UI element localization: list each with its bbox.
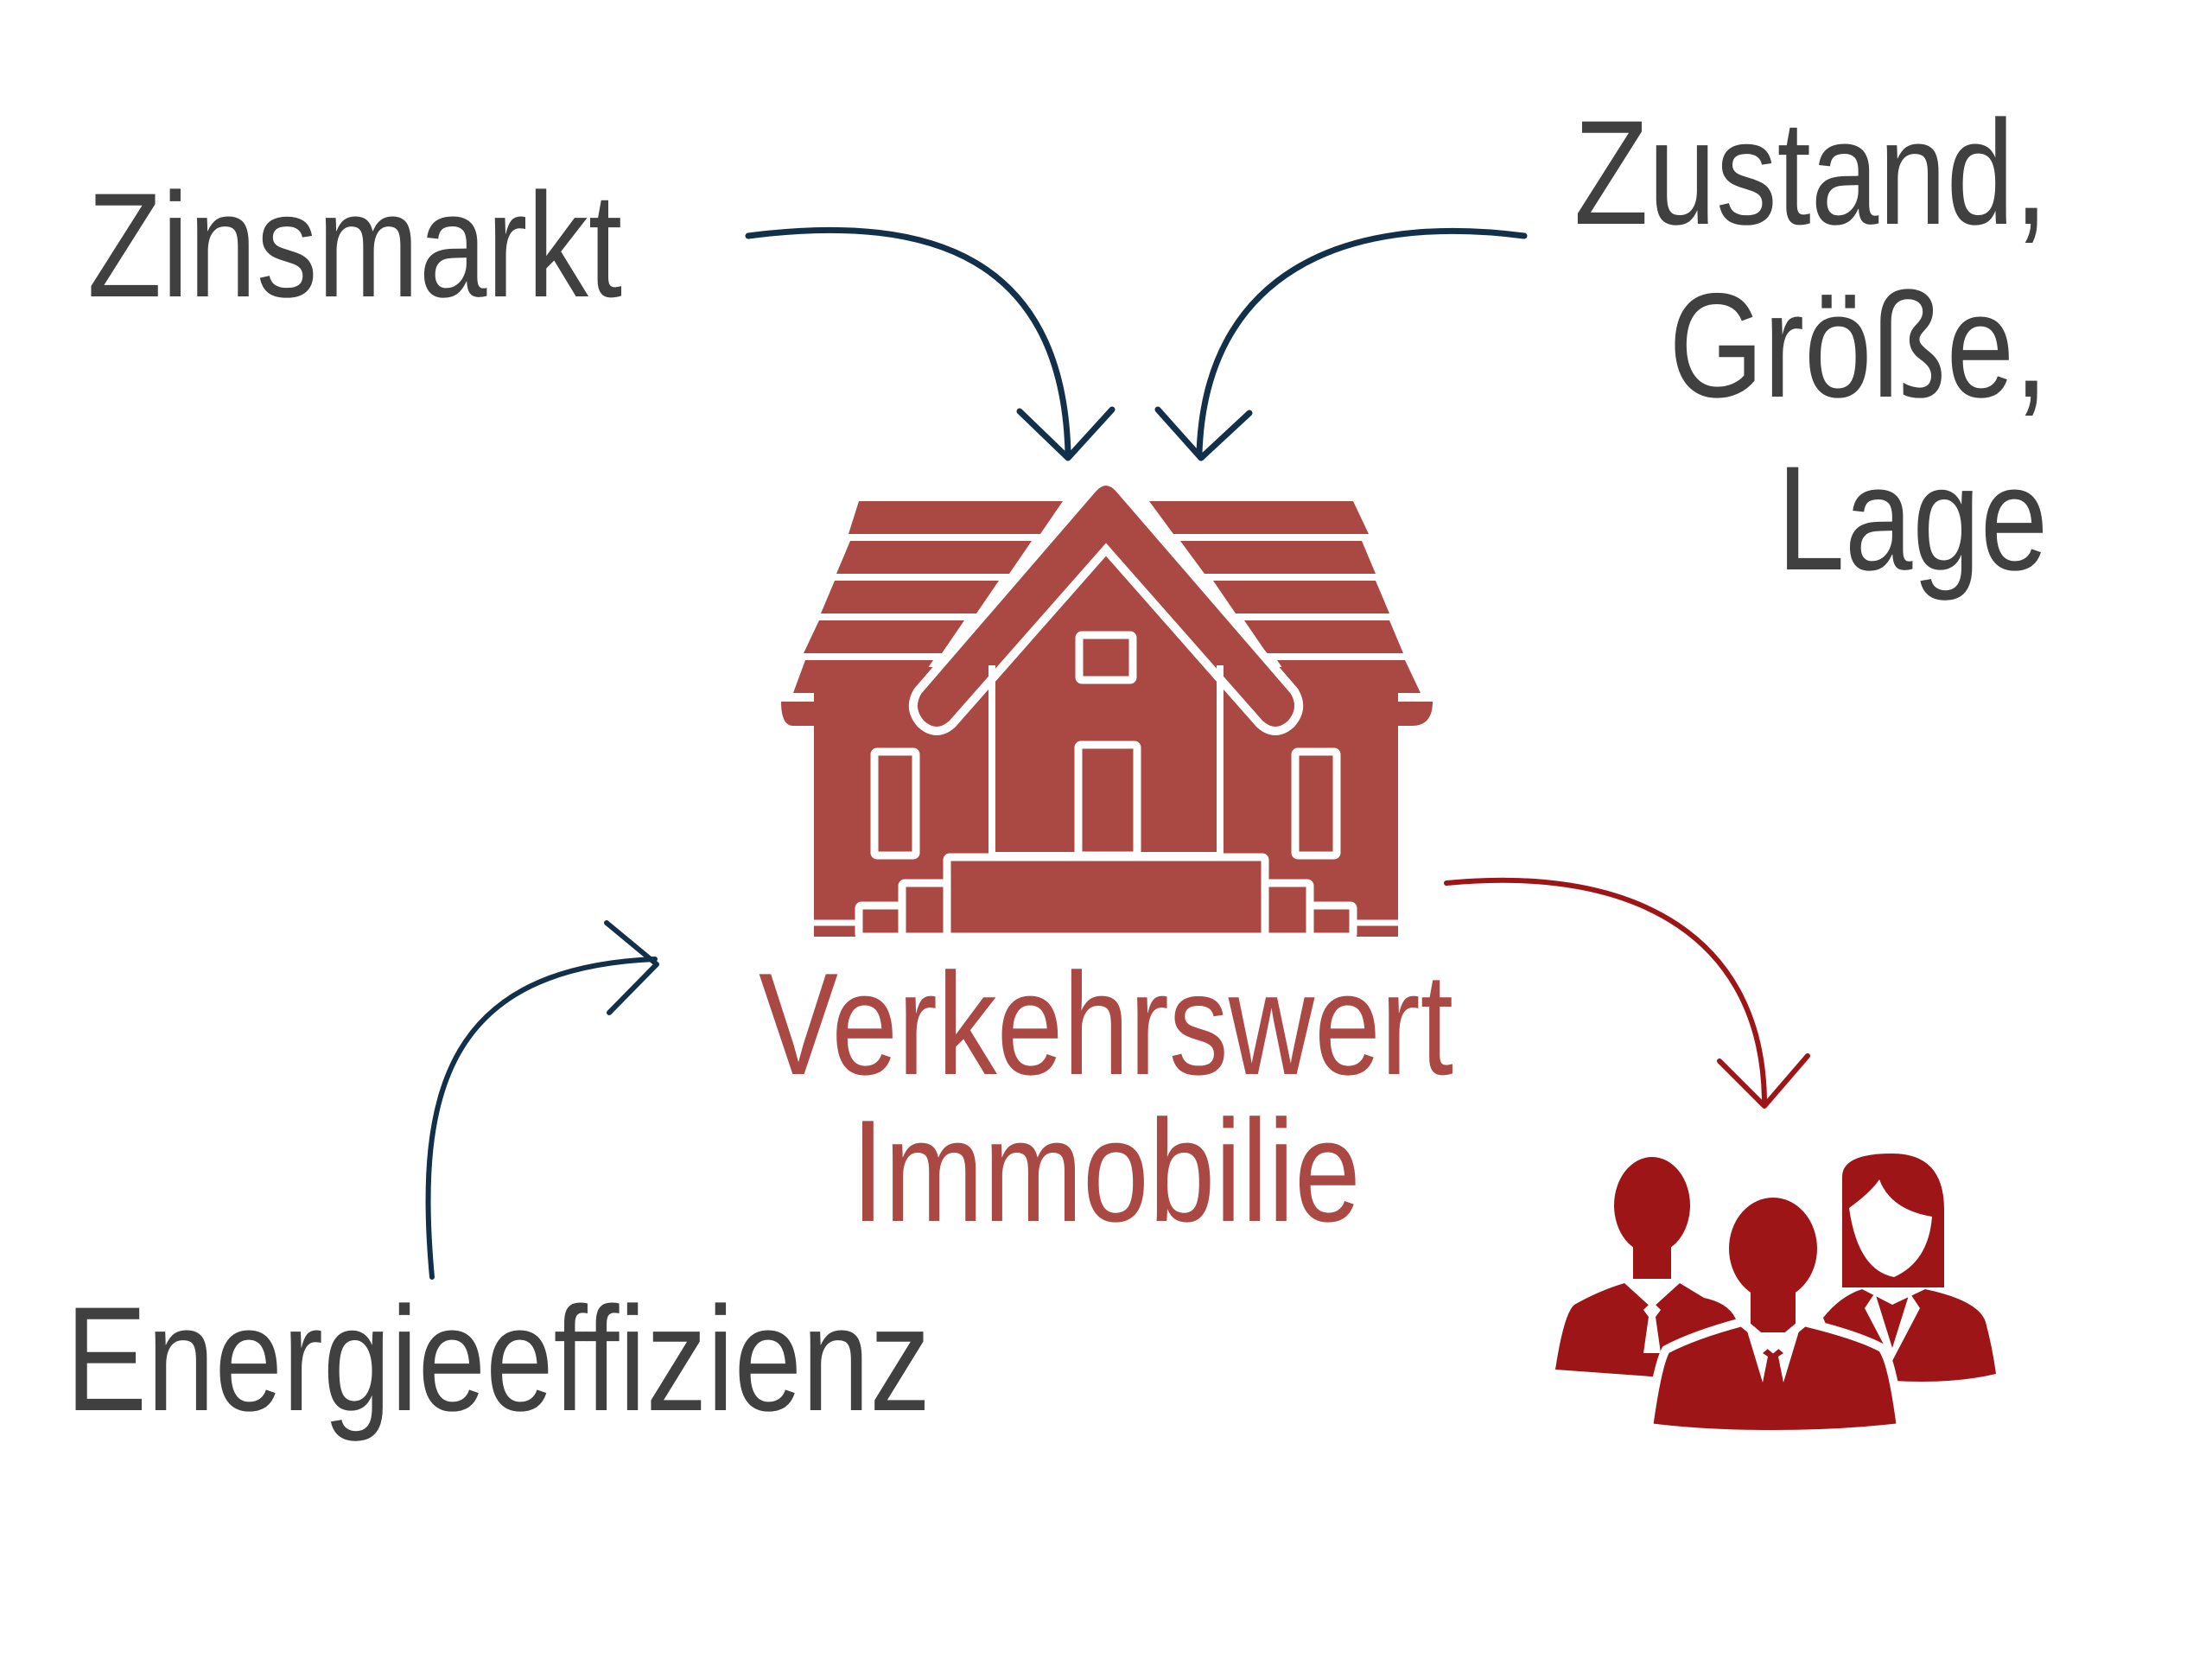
arrow-house-to-people [1444, 877, 1810, 1109]
factor-line-lage: Lage [1777, 435, 2048, 601]
factor-energieeffizienz: Energieeffizienz [66, 1276, 931, 1442]
factor-line-groesse: Größe, [1669, 263, 2048, 429]
title-line-immobilie: Immobilie [851, 1090, 1361, 1252]
factor-line-zustand: Zustand, [1573, 90, 2048, 256]
factor-zustand-groesse-lage: Zustand, Größe, Lage [1470, 86, 2048, 605]
arrow-zinsmarkt-to-house [745, 226, 1116, 461]
arrow-zustand-to-house [1154, 227, 1528, 461]
people-group-icon [1555, 1154, 1996, 1440]
center-title: Verkehrswert Immobilie [674, 950, 1538, 1244]
person-center-icon [1643, 1189, 1906, 1440]
title-line-verkehrswert: Verkehrswert [759, 943, 1453, 1105]
arrow-energie-to-title [425, 920, 659, 1280]
house-icon [781, 477, 1433, 941]
factor-zinsmarkt: Zinsmarkt [87, 162, 623, 328]
